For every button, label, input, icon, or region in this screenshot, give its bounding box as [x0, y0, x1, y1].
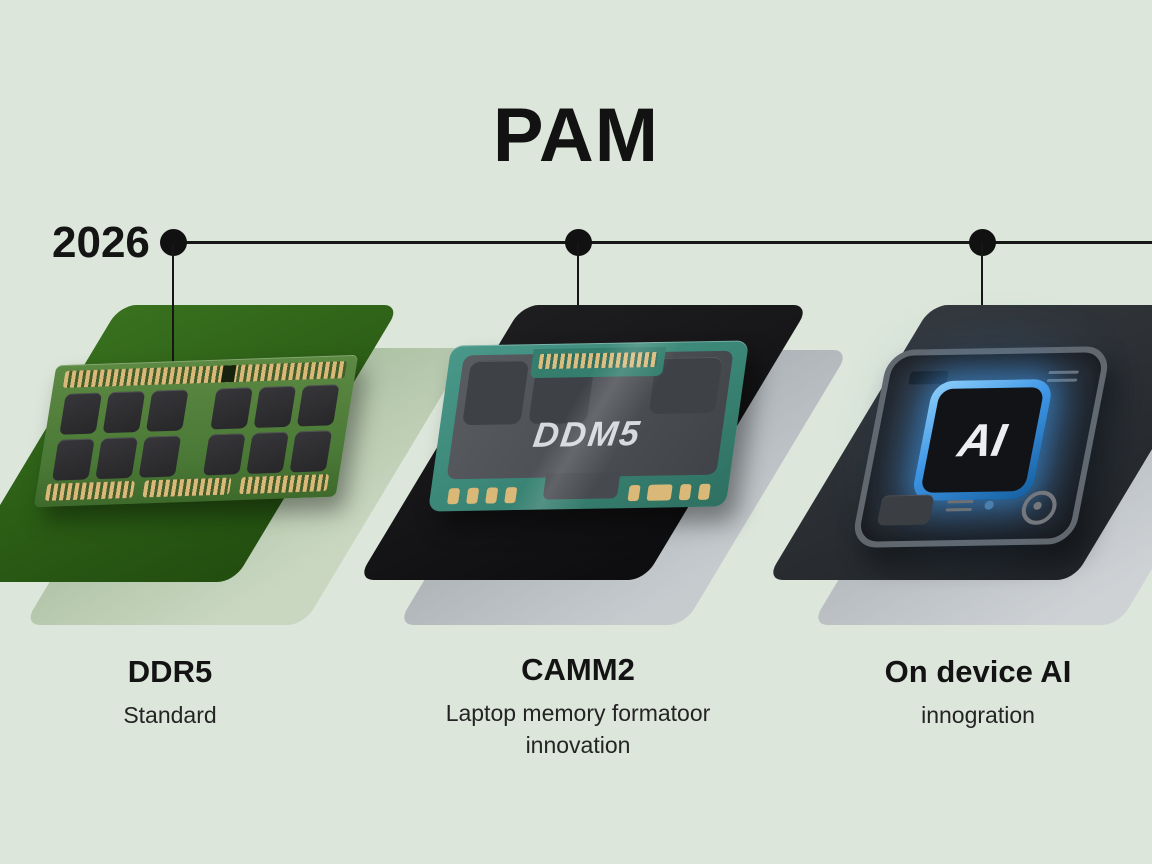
ai-chip-illustration: AI: [850, 346, 1112, 548]
memory-chip: [51, 438, 95, 481]
ddr5-top-pins: [62, 361, 348, 388]
ai-core-label: AI: [920, 387, 1045, 493]
chip-detail-square: [876, 494, 935, 526]
caption-ddr5: DDR5 Standard: [20, 654, 320, 731]
chip-detail-lines: [1046, 370, 1079, 388]
ddr5-module-illustration: [33, 354, 359, 508]
camm2-module-illustration: DDM5: [427, 340, 750, 512]
chip-detail-target-icon: [1018, 490, 1060, 526]
chip-gap: [189, 389, 210, 430]
caption-heading: DDR5: [127, 654, 213, 689]
memory-chip: [102, 391, 146, 434]
page-title: PAM: [492, 93, 660, 178]
memory-chip: [210, 387, 254, 430]
timeline-year-label: 2026: [52, 218, 150, 267]
timeline-line: [170, 241, 1152, 244]
timeline-connector-ai: [981, 243, 983, 309]
ddr5-chip-row: [59, 384, 340, 435]
memory-chip: [296, 384, 340, 427]
memory-chip: [138, 435, 182, 478]
pin-segment: [44, 480, 135, 501]
memory-chip: [289, 430, 333, 473]
memory-chip: [59, 392, 103, 435]
chip-detail-dot: [983, 500, 995, 510]
pin-segment: [239, 474, 330, 495]
chip-detail-lines: [944, 499, 974, 516]
ai-core-glow: AI: [910, 378, 1055, 502]
caption-camm2: CAMM2 Laptop memory formatoor innovation: [418, 652, 738, 761]
chip-gap: [182, 435, 203, 476]
caption-subtext: Laptop memory formatoor: [445, 700, 711, 726]
caption-subtext: innovation: [525, 732, 631, 758]
memory-chip: [95, 436, 139, 480]
caption-heading: On device AI: [884, 654, 1072, 689]
ddr5-chip-row: [51, 430, 333, 481]
pin-segment: [142, 477, 232, 498]
memory-chip: [246, 431, 289, 474]
memory-chip: [145, 389, 189, 432]
caption-subtext: Standard: [123, 702, 217, 728]
caption-heading: CAMM2: [521, 652, 635, 687]
timeline-connector-camm2: [577, 243, 579, 307]
timeline-connector-ddr5: [172, 243, 174, 369]
caption-ai: On device AI innogration: [818, 654, 1138, 731]
memory-chip: [253, 385, 297, 429]
memory-chip: [202, 433, 246, 476]
caption-subtext: innogration: [921, 702, 1035, 728]
glass-sheen: [427, 340, 750, 512]
